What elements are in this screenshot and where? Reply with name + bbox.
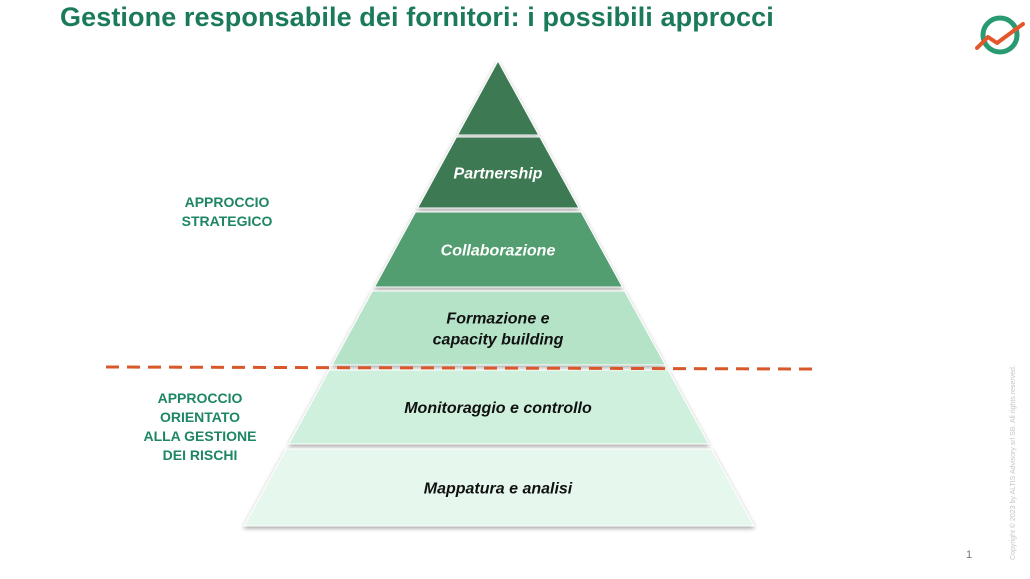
label-risk-line: ALLA GESTIONE xyxy=(143,428,257,444)
tier-mappatura-label: Mappatura e analisi xyxy=(424,481,573,498)
copyright-text: Copyright © 2023 by ALTIS Advisory srl S… xyxy=(1010,365,1017,560)
tier-mappatura xyxy=(243,448,755,527)
tier-monitoraggio xyxy=(287,369,710,445)
label-approccio-gestione-rischi: APPROCCIO ORIENTATO ALLA GESTIONE DEI RISCH… xyxy=(130,389,270,465)
label-strategic-line: STRATEGICO xyxy=(181,213,273,229)
label-risk-line: APPROCCIO xyxy=(157,390,243,406)
page-number: 1 xyxy=(966,549,973,561)
tier-partnership-label: Partnership xyxy=(454,166,543,183)
tier-monitoraggio-label: Monitoraggio e controllo xyxy=(404,400,592,417)
slide-title: Gestione responsabile dei fornitori: i p… xyxy=(60,2,774,32)
tier-formazione-label: Formazione e xyxy=(446,311,549,328)
label-risk-line: DEI RISCHI xyxy=(162,447,238,463)
tier-partnership xyxy=(416,136,580,209)
tier-collaborazione-label: Collaborazione xyxy=(441,243,556,260)
divider-dashed-line xyxy=(105,365,813,371)
altis-logo-icon xyxy=(975,15,1025,55)
tier-top xyxy=(456,59,540,136)
tier-formazione xyxy=(331,290,667,366)
label-strategic-line: APPROCCIO xyxy=(184,194,270,210)
label-approccio-strategico: APPROCCIO STRATEGICO xyxy=(152,193,302,231)
label-risk-line: ORIENTATO xyxy=(159,409,241,425)
tier-collaborazione xyxy=(373,211,624,288)
tier-formazione-label: capacity building xyxy=(433,332,564,349)
